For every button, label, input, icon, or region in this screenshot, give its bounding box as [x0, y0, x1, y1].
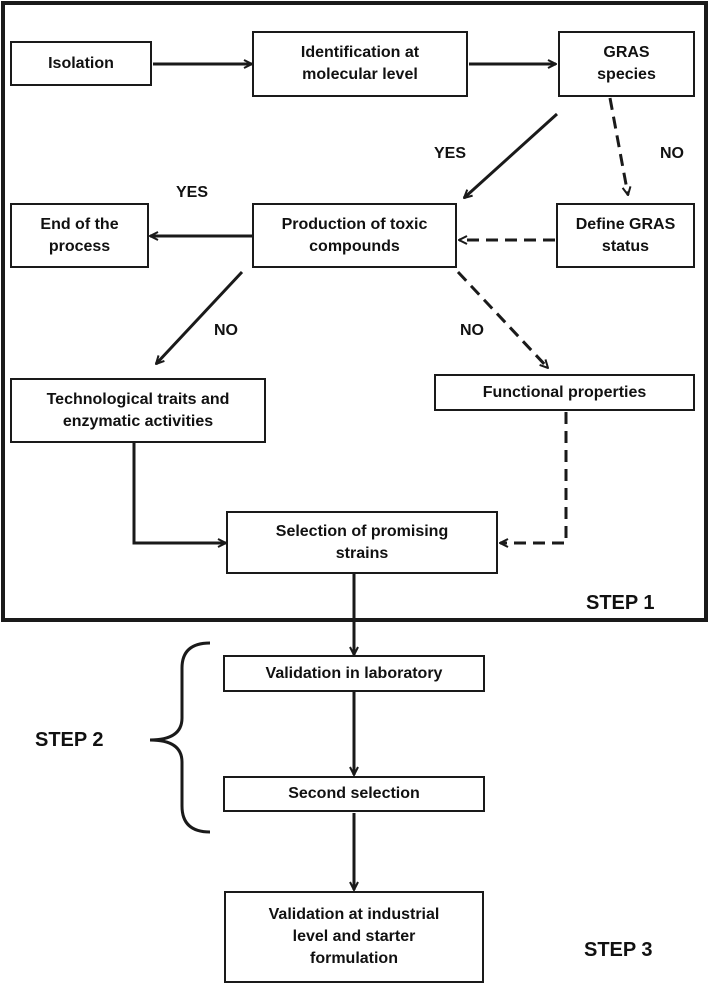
toxic-no-left-label: NO [214, 322, 238, 339]
edge-gras-no-define [608, 97, 628, 195]
validation-industrial-node: Validation at industrial level and start… [224, 891, 484, 983]
validation-lab-node: Validation in laboratory [223, 655, 485, 692]
edge-tech-selection [132, 443, 226, 543]
toxic-yes-label: YES [176, 184, 209, 201]
second-selection-node: Second selection [223, 776, 485, 812]
edge-toxic-no-functional [456, 270, 548, 368]
gras-yes-label: YES [434, 145, 467, 162]
identification-node: Identification at molecular level [252, 31, 468, 97]
functional-properties-node: Functional properties [434, 374, 695, 411]
step2-label: STEP 2 [35, 729, 104, 751]
define-gras-node: Define GRAS status [556, 203, 695, 268]
gras-no-label: NO [660, 145, 684, 162]
tech-traits-node: Technological traits and enzymatic activ… [10, 378, 266, 443]
isolation-node: Isolation [10, 41, 152, 86]
toxic-no-right-label: NO [460, 322, 484, 339]
step2-brace [149, 641, 211, 834]
selection-node: Selection of promising strains [226, 511, 498, 574]
step1-label: STEP 1 [586, 592, 655, 614]
edge-functional-selection [500, 412, 568, 543]
gras-species-node: GRAS species [558, 31, 695, 97]
step3-label: STEP 3 [584, 939, 653, 961]
edge-toxic-no-tech [156, 270, 244, 364]
edge-gras-yes-toxic [464, 112, 559, 198]
end-process-node: End of the process [10, 203, 149, 268]
toxic-compounds-node: Production of toxic compounds [252, 203, 457, 268]
